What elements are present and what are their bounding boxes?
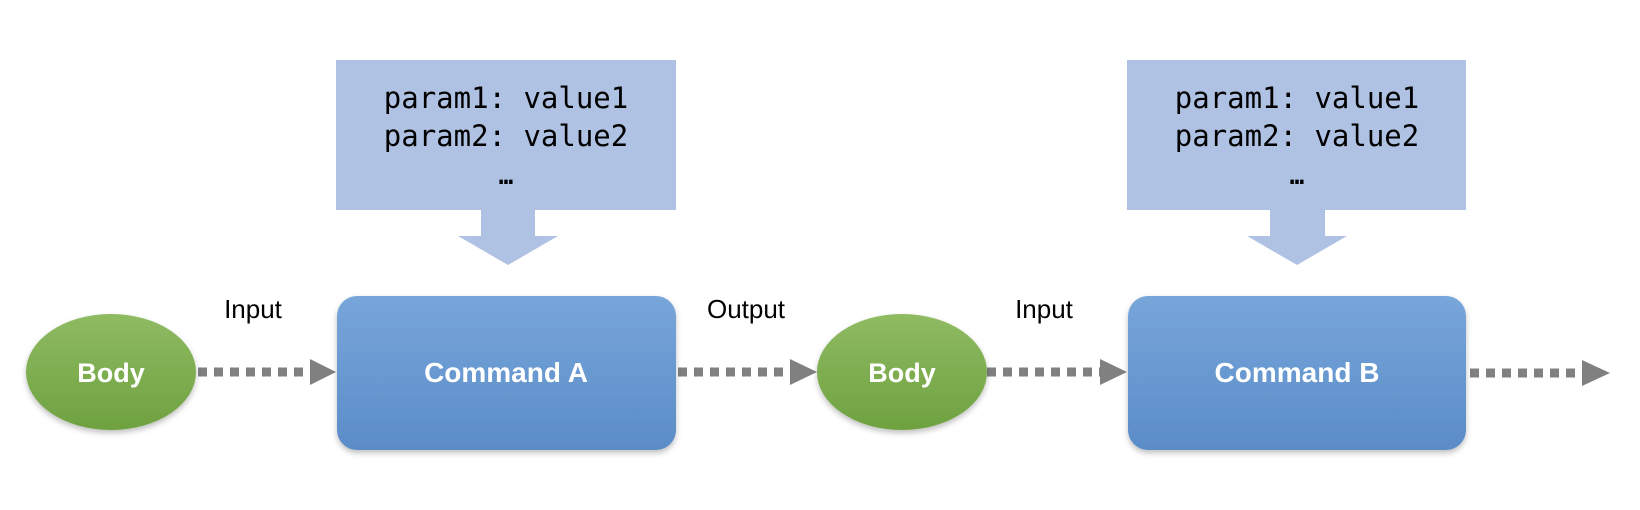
node-command-b: Command B [1128, 296, 1466, 450]
arrow-body1-to-cmda [198, 359, 336, 385]
node-body-1: Body [26, 314, 196, 430]
param-b-ellipsis: … [1290, 162, 1304, 190]
edge-label-output: Output [707, 294, 786, 324]
node-command-a-label: Command A [424, 357, 588, 388]
param-b-line2: param2: value2 [1175, 119, 1419, 153]
param-a-line2: param2: value2 [384, 119, 628, 153]
param-b-line1: param1: value1 [1175, 81, 1419, 115]
node-body-1-label: Body [77, 358, 145, 388]
node-body-2-label: Body [868, 358, 936, 388]
edge-label-input-2: Input [1015, 294, 1074, 324]
arrow-body2-to-cmdb [987, 359, 1127, 385]
node-command-a: Command A [337, 296, 676, 450]
arrow-cmdb-out [1470, 360, 1610, 386]
edge-label-input-1: Input [224, 294, 283, 324]
param-callout-b: param1: value1 param2: value2 … [1127, 60, 1466, 265]
param-callout-a-shape [336, 60, 676, 265]
param-callout-b-shape [1127, 60, 1466, 265]
param-a-ellipsis: … [499, 162, 513, 190]
arrow-cmda-to-body2 [678, 359, 817, 385]
node-body-2: Body [817, 314, 987, 430]
param-a-line1: param1: value1 [384, 81, 628, 115]
node-command-b-label: Command B [1215, 357, 1380, 388]
param-callout-a: param1: value1 param2: value2 … [336, 60, 676, 265]
